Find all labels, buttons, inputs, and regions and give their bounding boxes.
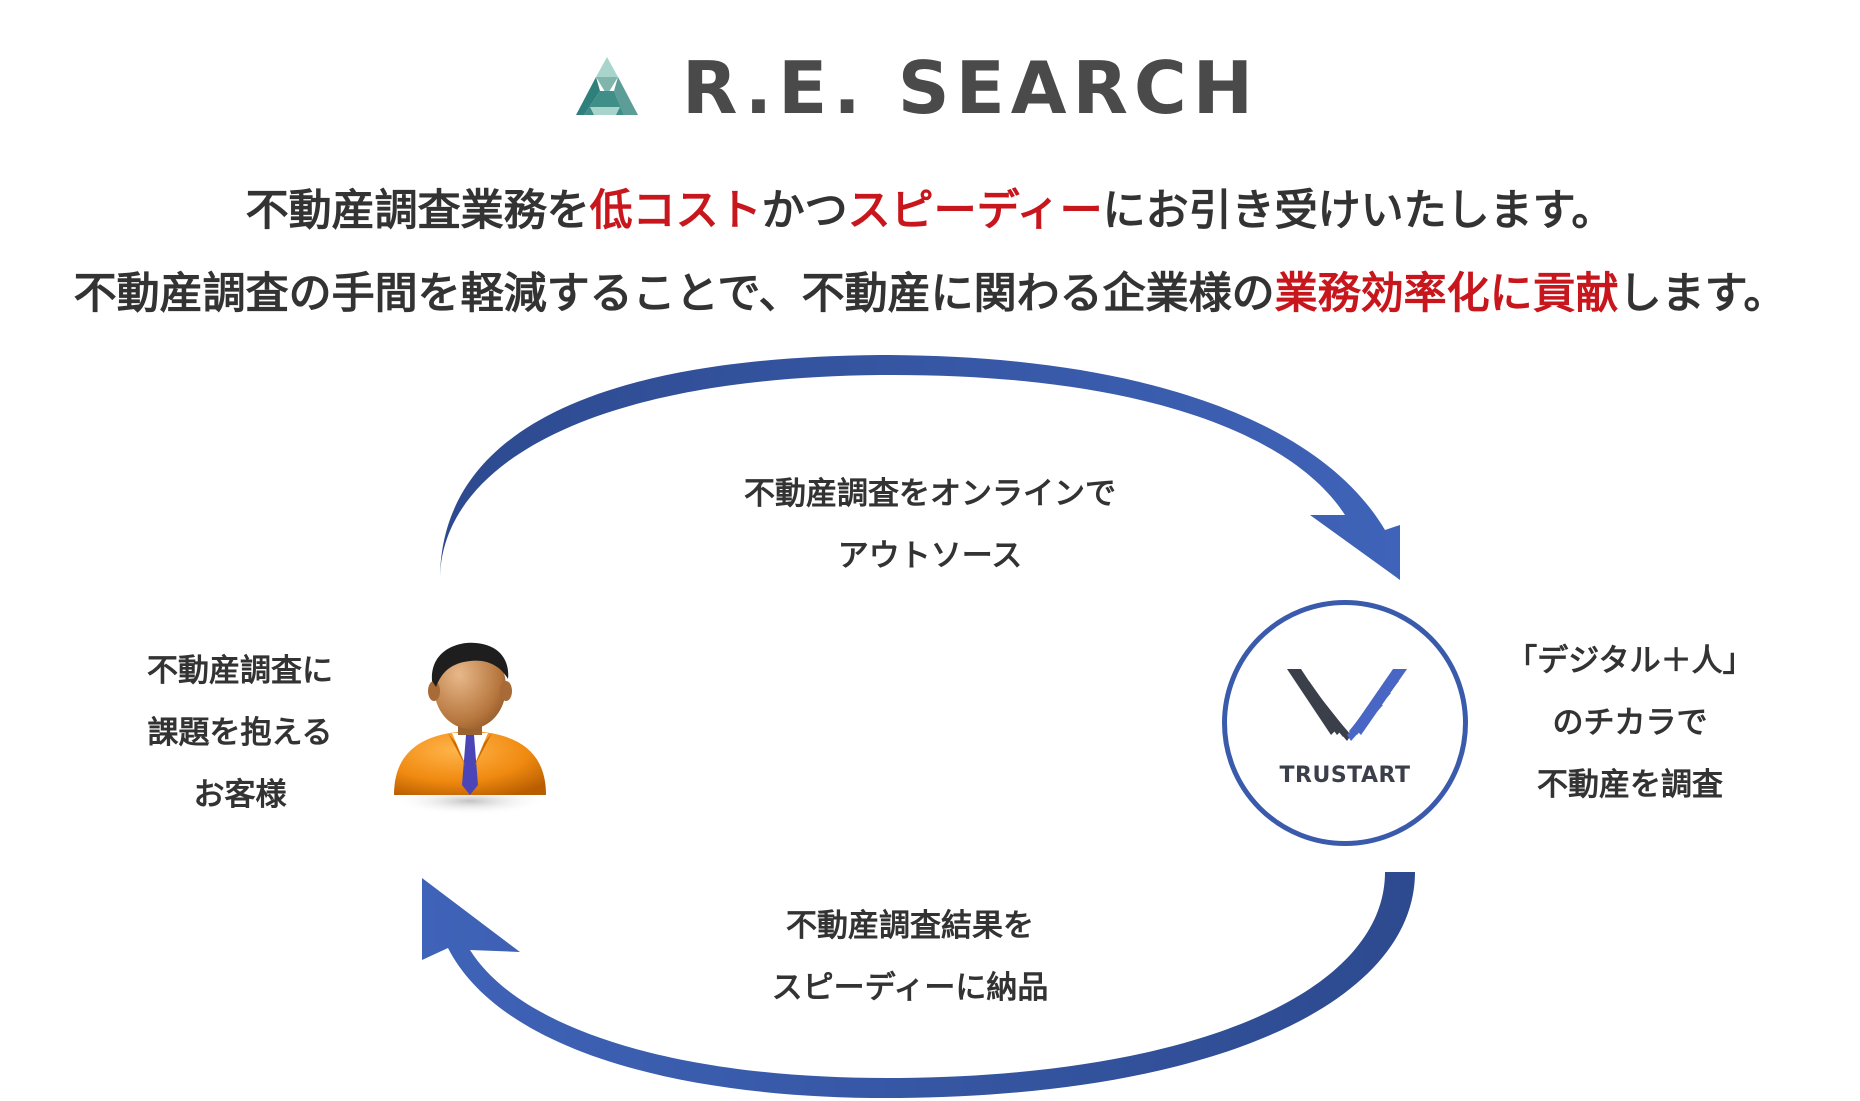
- trustart-logo-badge: TRUSTART: [1222, 600, 1468, 846]
- top-flow-label: 不動産調査をオンラインで アウトソース: [680, 463, 1180, 587]
- customer-line-3: お客様: [110, 764, 370, 826]
- bottom-flow-label: 不動産調査結果を スピーディーに納品: [660, 895, 1160, 1019]
- top-flow-line-1: 不動産調査をオンラインで: [680, 463, 1180, 525]
- trustart-name: TRUSTART: [1227, 763, 1463, 788]
- bottom-flow-line-2: スピーディーに納品: [660, 957, 1160, 1019]
- provider-line-3: 不動産を調査: [1480, 754, 1780, 816]
- customer-line-2: 課題を抱える: [110, 702, 370, 764]
- trustart-wing-icon: [1287, 665, 1407, 745]
- provider-line-2: のチカラで: [1480, 692, 1780, 754]
- customer-line-1: 不動産調査に: [110, 640, 370, 702]
- provider-label: 「デジタル＋人」 のチカラで 不動産を調査: [1480, 630, 1780, 816]
- provider-line-1: 「デジタル＋人」: [1480, 630, 1780, 692]
- businessman-avatar-icon: [390, 635, 550, 815]
- customer-label: 不動産調査に 課題を抱える お客様: [110, 640, 370, 826]
- bottom-flow-line-1: 不動産調査結果を: [660, 895, 1160, 957]
- top-flow-line-2: アウトソース: [680, 525, 1180, 587]
